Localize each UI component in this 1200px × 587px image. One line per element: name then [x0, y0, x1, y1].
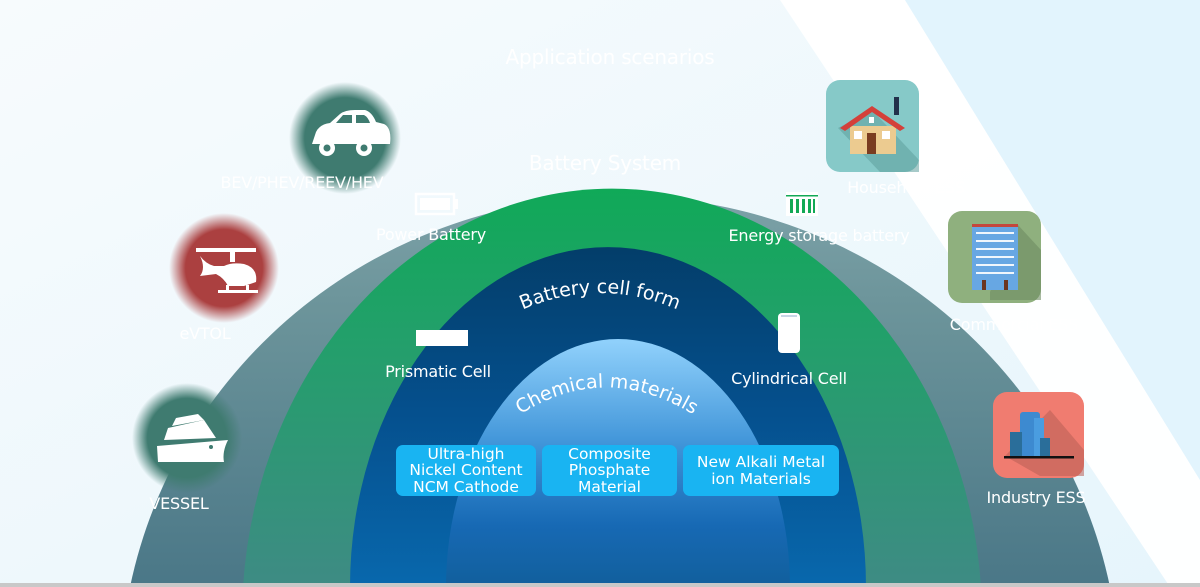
material-box-phosphate: Composite Phosphate Material: [542, 445, 677, 496]
application-label-evtol: eVTOL: [179, 324, 231, 343]
cell-form-label-prismatic: Prismatic Cell: [385, 362, 491, 381]
ship-icon-badge: [132, 383, 242, 493]
industry-buildings-icon: [1004, 412, 1074, 459]
material-ncm-line-3: NCM Cathode: [413, 477, 519, 496]
office-building-icon-badge: [948, 211, 1041, 303]
background-corner: [905, 0, 1200, 480]
battery-system-title: Battery System: [528, 151, 682, 175]
battery-system-label-power: Power Battery: [375, 225, 487, 244]
application-label-commercial-ess: Commercial ESS: [949, 315, 1079, 334]
car-icon: [312, 110, 391, 156]
car-icon-badge: [289, 82, 401, 194]
material-phosphate-line-3: Material: [578, 477, 641, 496]
prismatic-cell-icon: [416, 330, 468, 346]
material-ncm-line-1: Ultra-high: [427, 444, 505, 463]
bottom-border: [0, 583, 1200, 587]
application-label-household-ess: Household ESS: [847, 178, 965, 197]
house-icon-badge: [826, 80, 919, 172]
application-label-bev: BEV/PHEV/REEV/HEV: [220, 173, 384, 192]
helicopter-icon-badge: [169, 213, 279, 323]
material-alkali-line-2: ion Materials: [711, 469, 811, 488]
office-building-icon: [972, 224, 1018, 290]
material-phosphate-line-1: Composite: [568, 444, 651, 463]
energy-storage-container-icon: [786, 192, 818, 216]
material-alkali-line-1: New Alkali Metal: [696, 453, 826, 471]
battery-system-label-energy-storage: Energy storage battery: [728, 226, 910, 245]
ship-icon: [157, 414, 228, 462]
application-label-vessel: VESSEL: [149, 494, 209, 513]
industry-buildings-icon-badge: [993, 392, 1084, 478]
battery-icon: [414, 192, 458, 216]
application-scenarios-title: Application scenarios: [505, 45, 715, 69]
helicopter-icon: [196, 248, 258, 293]
cylindrical-cell-icon: [778, 313, 800, 353]
material-ncm-line-2: Nickel Content: [409, 461, 523, 480]
material-phosphate-line-2: Phosphate: [568, 461, 651, 480]
house-icon: [840, 97, 905, 154]
application-label-industry-ess: Industry ESS: [986, 488, 1086, 507]
cell-form-label-cylindrical: Cylindrical Cell: [731, 369, 847, 388]
material-box-alkali-metal: New Alkali Metal ion Materials: [683, 445, 839, 496]
material-box-ncm: Ultra-high Nickel Content NCM Cathode: [396, 445, 536, 496]
